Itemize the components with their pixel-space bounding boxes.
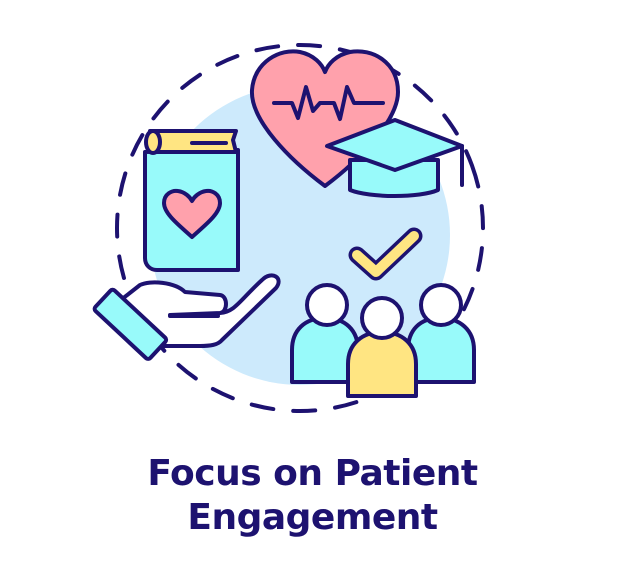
dashed-ring	[115, 43, 485, 413]
checkmark-icon	[348, 227, 423, 281]
book-with-heart-icon	[143, 129, 240, 272]
patient-engagement-illustration	[92, 43, 485, 413]
group-of-people-icon	[290, 283, 476, 398]
caption: Focus on Patient Engagement	[0, 452, 625, 540]
caption-line-2: Engagement	[187, 497, 438, 538]
graduation-cap-icon	[325, 118, 464, 198]
caption-line-1: Focus on Patient	[147, 453, 478, 494]
open-hand-icon	[92, 273, 281, 361]
